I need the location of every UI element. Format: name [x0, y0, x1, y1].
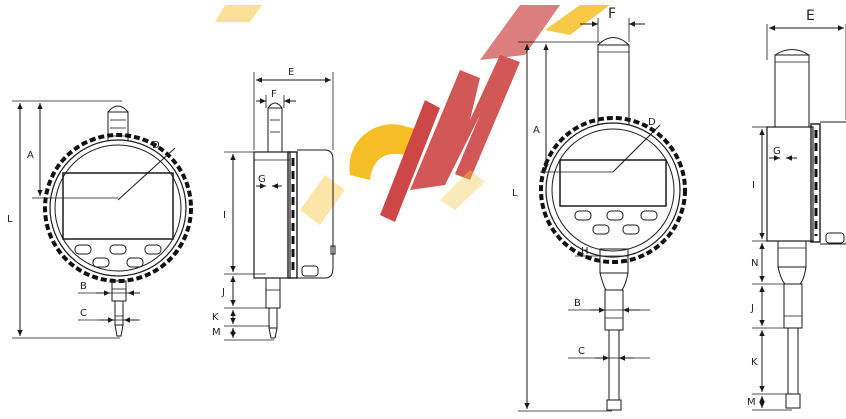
diagram-1-front-view: L A D B C: [7, 100, 193, 339]
diagram-2-side-view: E F G I J K M: [212, 67, 336, 341]
watermark-logo: [215, 5, 610, 225]
label-J-4: J: [750, 303, 754, 314]
label-K-2: K: [212, 312, 219, 323]
front-buttons: [74, 244, 162, 268]
label-H-3: H: [581, 246, 589, 257]
label-C-1: C: [80, 308, 87, 319]
label-C-3: C: [578, 346, 585, 357]
label-F-2: F: [271, 89, 277, 100]
lcd-screen: [62, 172, 174, 240]
label-G-2: G: [258, 174, 266, 185]
label-D-1: D: [152, 140, 160, 151]
label-K-4: K: [751, 357, 758, 368]
label-B-1: B: [80, 281, 87, 292]
label-N-4: N: [751, 258, 758, 269]
label-J-2: J: [221, 287, 225, 298]
label-L-1: L: [7, 214, 13, 225]
label-E-4: E: [806, 8, 815, 24]
label-E-2: E: [288, 67, 294, 78]
label-I-4: I: [752, 180, 755, 191]
label-I-2: I: [223, 210, 226, 221]
label-B-3: B: [574, 298, 581, 309]
diagram-4-large-side-view: E G I N J K M: [747, 8, 846, 411]
label-G-4: G: [773, 146, 781, 157]
label-F-3: F: [608, 6, 616, 22]
dial-bezel: [43, 133, 193, 283]
label-L-3: L: [512, 188, 518, 199]
label-A-1: A: [27, 150, 34, 161]
label-D-3: D: [648, 117, 656, 128]
lower-spindle: [111, 280, 127, 337]
diagram-3-large-front-view: F A D L H B C: [512, 6, 687, 412]
label-M-4: M: [747, 397, 756, 408]
label-A-3: A: [533, 125, 540, 136]
label-M-2: M: [212, 327, 221, 338]
